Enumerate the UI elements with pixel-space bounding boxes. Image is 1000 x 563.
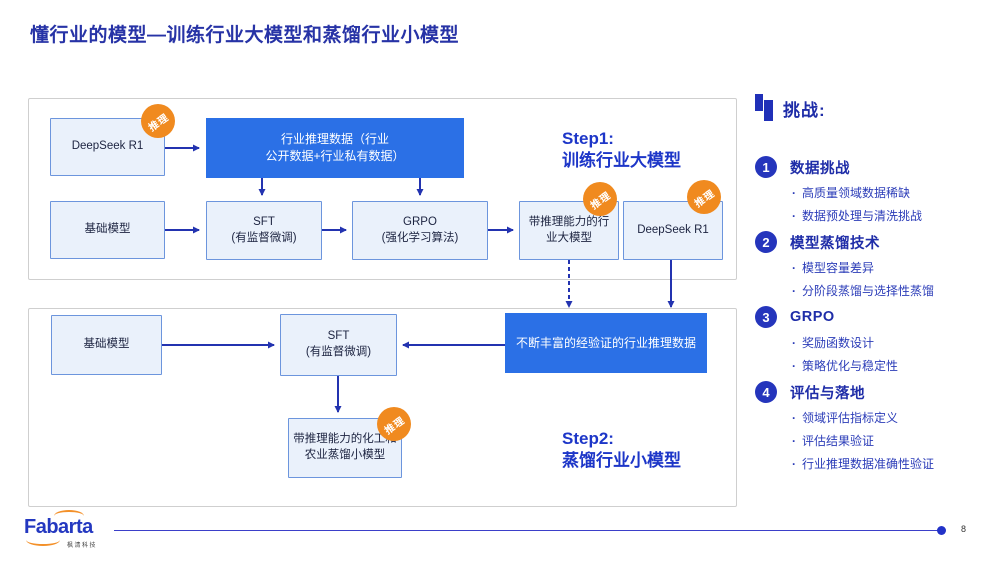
reasoning-badge: 推理	[687, 180, 721, 214]
bullet-item: 奖励函数设计	[792, 335, 995, 351]
node-sft-1: SFT (有监督微调)	[206, 201, 322, 260]
challenge-section-data: 1 数据挑战 高质量领域数据稀缺 数据预处理与清洗挑战	[755, 156, 995, 224]
section-number-badge: 3	[755, 306, 777, 328]
section-number-badge: 2	[755, 231, 777, 253]
bullet-item: 策略优化与稳定性	[792, 358, 995, 374]
bars-icon	[755, 94, 775, 122]
section-title: 数据挑战	[790, 160, 850, 177]
bullet-item: 高质量领域数据稀缺	[792, 185, 995, 201]
reasoning-badge: 推理	[377, 407, 411, 441]
section-title: GRPO	[790, 309, 835, 325]
node-base-model-1: 基础模型	[50, 201, 165, 259]
step2-label: Step2: 蒸馏行业小模型	[562, 429, 681, 471]
bullet-item: 领域评估指标定义	[792, 410, 995, 426]
page-title: 懂行业的模型—训练行业大模型和蒸馏行业小模型	[30, 25, 460, 46]
logo-arc-icon	[54, 510, 84, 522]
node-industry-reasoning-data: 行业推理数据（行业 公开数据+行业私有数据）	[206, 118, 464, 178]
bullet-item: 评估结果验证	[792, 433, 995, 449]
challenges-header: 挑战:	[755, 94, 995, 122]
bullet-item: 数据预处理与清洗挑战	[792, 208, 995, 224]
fabarta-logo: Fabarta 枫清科技	[24, 510, 110, 550]
challenges-header-text: 挑战:	[783, 100, 826, 120]
bullet-item: 模型容量差异	[792, 260, 995, 276]
node-industry-llm: 带推理能力的行 业大模型	[519, 201, 619, 260]
page-number: 8	[961, 524, 967, 534]
challenge-section-distillation: 2 模型蒸馏技术 模型容量差异 分阶段蒸馏与选择性蒸馏	[755, 231, 995, 299]
reasoning-badge: 推理	[583, 182, 617, 216]
section-number-badge: 4	[755, 381, 777, 403]
step1-label: Step1: 训练行业大模型	[562, 129, 681, 171]
logo-swoosh-icon	[26, 534, 60, 546]
bullet-item: 分阶段蒸馏与选择性蒸馏	[792, 283, 995, 299]
challenge-section-grpo: 3 GRPO 奖励函数设计 策略优化与稳定性	[755, 306, 995, 374]
node-grpo: GRPO (强化学习算法)	[352, 201, 488, 260]
logo-subtitle: 枫清科技	[67, 543, 98, 549]
logo-text: Fabarta	[24, 516, 93, 538]
footer-dot	[937, 526, 946, 535]
footer-divider	[114, 530, 938, 531]
challenges-panel: 挑战: 1 数据挑战 高质量领域数据稀缺 数据预处理与清洗挑战 2 模型蒸馏技术…	[755, 94, 995, 479]
node-base-model-2: 基础模型	[51, 315, 162, 375]
node-verified-data: 不断丰富的经验证的行业推理数据	[505, 313, 707, 373]
section-title: 模型蒸馏技术	[790, 235, 880, 252]
reasoning-badge: 推理	[141, 104, 175, 138]
section-title: 评估与落地	[790, 385, 865, 402]
challenge-section-evaluation: 4 评估与落地 领域评估指标定义 评估结果验证 行业推理数据准确性验证	[755, 381, 995, 472]
section-number-badge: 1	[755, 156, 777, 178]
node-sft-2: SFT (有监督微调)	[280, 314, 397, 376]
bullet-item: 行业推理数据准确性验证	[792, 456, 995, 472]
